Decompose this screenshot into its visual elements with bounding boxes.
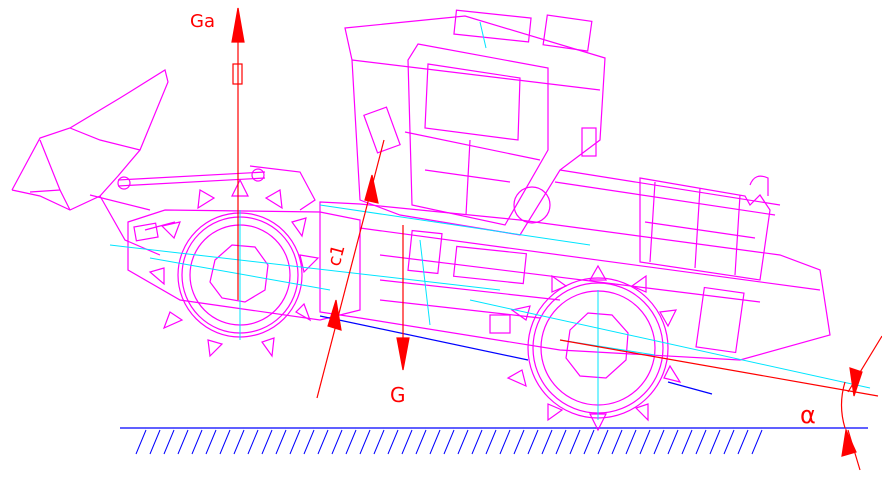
forces bbox=[231, 7, 882, 471]
ground-hatching bbox=[135, 429, 763, 455]
centerlines bbox=[109, 21, 871, 420]
cab bbox=[344, 9, 781, 236]
compactor-machine bbox=[11, 9, 831, 432]
ground bbox=[120, 427, 868, 455]
axle-load-label: Ga bbox=[190, 11, 215, 32]
weight-label: G bbox=[390, 383, 406, 407]
slope-angle-label: α bbox=[800, 401, 816, 429]
distance-arrow-top bbox=[364, 174, 379, 204]
axle-load-arrowhead bbox=[231, 7, 245, 43]
rear-wheel bbox=[506, 264, 682, 432]
axle-load-marker bbox=[232, 63, 243, 85]
angle-arrow-bottom bbox=[841, 427, 857, 457]
lift-arm bbox=[117, 165, 316, 211]
front-frame bbox=[127, 209, 361, 321]
slope-line bbox=[559, 339, 879, 397]
weight-arrowhead bbox=[396, 337, 410, 371]
distance-label: c1 bbox=[324, 242, 350, 268]
front-wheel bbox=[148, 178, 320, 358]
angle-arc bbox=[840, 381, 846, 429]
rear-body bbox=[319, 175, 831, 361]
base-lines bbox=[319, 315, 713, 395]
distance-line bbox=[316, 139, 385, 399]
front-blade bbox=[11, 69, 169, 256]
distance-arrow-bottom bbox=[327, 299, 342, 331]
angle-arrow-top bbox=[849, 367, 863, 397]
